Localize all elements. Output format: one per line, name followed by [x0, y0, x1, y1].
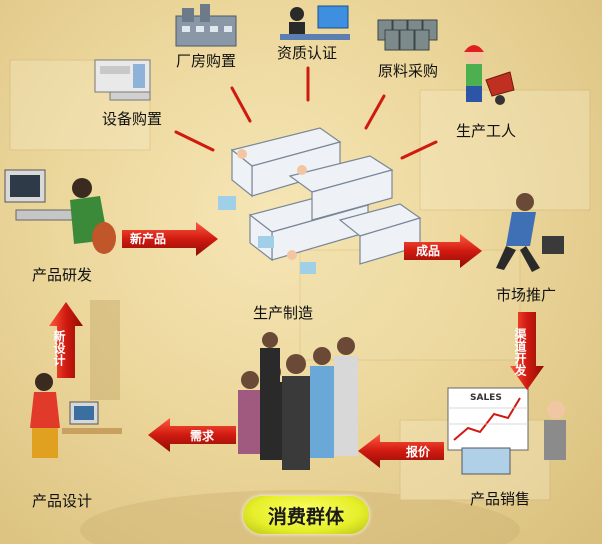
consumer-person — [334, 337, 358, 456]
arrow-channel-development-label: 渠道开发 — [513, 327, 527, 377]
arrow-quotation: 报价 — [358, 434, 444, 468]
node-factory-purchase: 厂房购置 — [176, 52, 237, 70]
node-production-worker: 生产工人 — [456, 122, 517, 140]
arrow-finished-product: 成品 — [404, 234, 482, 268]
consumer-group-label: 消费群体 — [267, 505, 344, 528]
factory-icon — [175, 4, 237, 47]
drums-icon — [377, 19, 438, 51]
consumer-person — [260, 332, 280, 382]
line-equipment — [174, 130, 215, 152]
node-raw-material: 原料采购 — [378, 62, 439, 80]
arrow-new-design-label: 新设计 — [52, 329, 66, 367]
arrow-quotation-label: 报价 — [406, 444, 431, 459]
node-market-promotion: 市场推广 — [496, 286, 557, 304]
line-factory — [230, 86, 252, 123]
arrow-channel-development: 渠道开发 — [510, 312, 544, 390]
consumer-figures — [238, 332, 358, 470]
arrow-finished-product-label: 成品 — [416, 243, 440, 258]
consumer-person — [282, 354, 310, 470]
sales-sign-text: SALES — [470, 393, 502, 403]
consumer-person — [238, 371, 262, 454]
node-manufacturing: 生产制造 — [253, 304, 314, 322]
line-worker — [400, 140, 438, 160]
node-consumer-group: 消费群体 — [243, 496, 369, 534]
designer-icon — [30, 373, 122, 458]
arrow-new-design: 新设计 — [49, 302, 83, 378]
node-product-rd: 产品研发 — [32, 266, 93, 284]
node-equipment-purchase: 设备购置 — [102, 110, 163, 128]
node-product-design: 产品设计 — [32, 492, 93, 510]
manufacturing-machines — [218, 127, 422, 274]
line-material — [364, 94, 386, 130]
worker-icon — [464, 45, 515, 105]
input-lines — [174, 66, 438, 160]
qualification-icon — [280, 5, 350, 40]
sales-board-icon — [447, 387, 566, 475]
arrow-demand-label: 需求 — [190, 428, 215, 443]
node-qualification: 资质认证 — [277, 44, 338, 62]
node-product-sales: 产品销售 — [470, 490, 531, 508]
consumer-person — [310, 347, 334, 458]
salesman-icon — [496, 193, 564, 272]
rd-person-icon — [4, 169, 116, 254]
arrow-new-product: 新产品 — [122, 222, 218, 256]
machine-icon — [94, 59, 151, 101]
arrow-new-product-label: 新产品 — [130, 231, 166, 246]
arrow-demand: 需求 — [148, 418, 236, 452]
